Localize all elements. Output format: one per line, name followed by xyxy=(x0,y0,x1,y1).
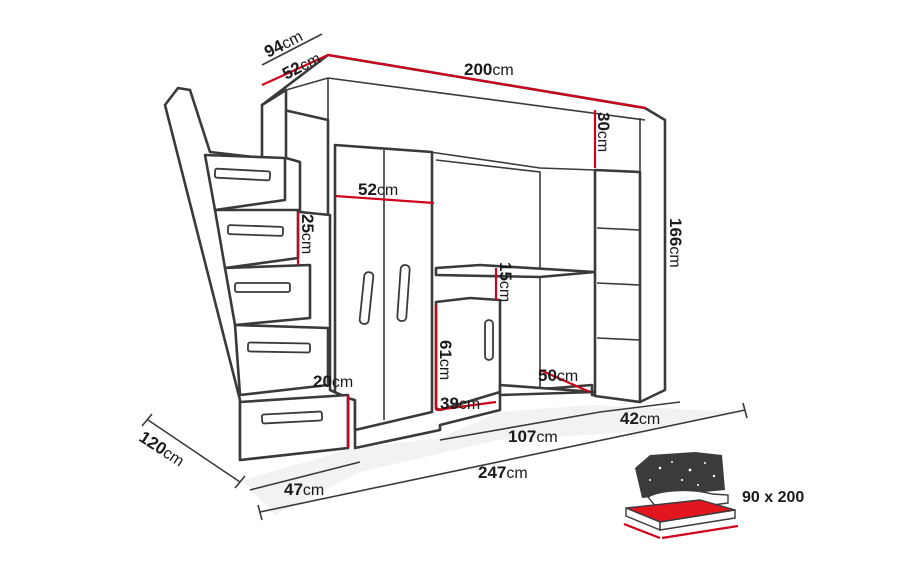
label-61: 61cm xyxy=(436,340,455,380)
desk-back xyxy=(435,159,541,395)
step-1 xyxy=(203,153,287,212)
shelf-1 xyxy=(596,227,641,231)
step-1-handle xyxy=(213,167,271,182)
dim-line-94 xyxy=(261,33,323,66)
dim-line-39 xyxy=(435,400,497,412)
step-3 xyxy=(223,263,312,327)
dim-tick-120b xyxy=(234,475,246,489)
shelf-unit xyxy=(593,168,642,404)
dim-line-47 xyxy=(249,461,361,491)
step-5-handle xyxy=(261,410,324,425)
label-47: 47cm xyxy=(284,480,324,499)
bed-top-edge xyxy=(327,77,646,121)
shelf-3 xyxy=(596,337,641,341)
mattress-icon xyxy=(623,452,739,540)
step-2-handle xyxy=(227,224,284,237)
label-50: 50cm xyxy=(538,366,578,385)
label-30: 30cm xyxy=(594,112,613,152)
label-94: 94cm xyxy=(261,26,305,61)
dim-line-120 xyxy=(147,419,241,483)
label-20: 20cm xyxy=(313,372,353,391)
dim-tick-247a xyxy=(257,504,263,521)
mattress-headboard xyxy=(635,452,725,498)
dim-line-52-top xyxy=(261,53,329,87)
step-3-handle xyxy=(234,282,291,293)
label-42: 42cm xyxy=(620,409,660,428)
label-120: 120cm xyxy=(136,427,188,470)
dim-line-107 xyxy=(439,411,601,441)
wardrobe-handle-left xyxy=(358,271,375,325)
desk-top-shelf xyxy=(434,263,597,279)
step-5-drawer xyxy=(238,393,350,462)
label-200: 200cm xyxy=(464,60,514,79)
mattress-stars xyxy=(649,461,716,486)
dim-line-52-wardrobe xyxy=(334,194,435,205)
label-166: 166cm xyxy=(666,218,685,268)
label-39: 39cm xyxy=(440,394,480,413)
mattress-size-label: 90 x 200 xyxy=(742,489,804,506)
mattress-side-front xyxy=(659,509,736,531)
dim-line-50 xyxy=(539,368,591,394)
stairs-steps xyxy=(203,153,350,462)
label-107: 107cm xyxy=(508,427,558,446)
label-247: 247cm xyxy=(478,463,528,482)
mattress-dim-front xyxy=(661,524,739,540)
dim-line-247 xyxy=(259,409,746,513)
dim-line-200 xyxy=(327,53,646,110)
dim-line-42 xyxy=(599,401,681,413)
label-25: 25cm xyxy=(298,214,317,254)
dimension-labels: 94cm 52cm 200cm 30cm 166cm 52cm 25cm 15c… xyxy=(136,26,685,499)
bunk-bed-drawing xyxy=(163,53,745,515)
mattress-dim-left xyxy=(623,522,661,540)
shelf-2 xyxy=(596,282,641,286)
label-52-wardrobe: 52cm xyxy=(358,180,398,199)
step-4-handle xyxy=(247,341,311,354)
step-2 xyxy=(213,208,300,270)
desk-lower-shelf xyxy=(498,383,597,397)
cabinet-handle xyxy=(484,319,494,361)
floor-shadow xyxy=(242,405,745,515)
dimension-lines xyxy=(141,33,748,521)
wardrobe-handle-right xyxy=(396,264,411,322)
dim-tick-120a xyxy=(141,413,153,427)
dim-tick-247b xyxy=(742,402,748,419)
label-15: 15cm xyxy=(496,262,515,302)
rail-top xyxy=(285,77,329,91)
